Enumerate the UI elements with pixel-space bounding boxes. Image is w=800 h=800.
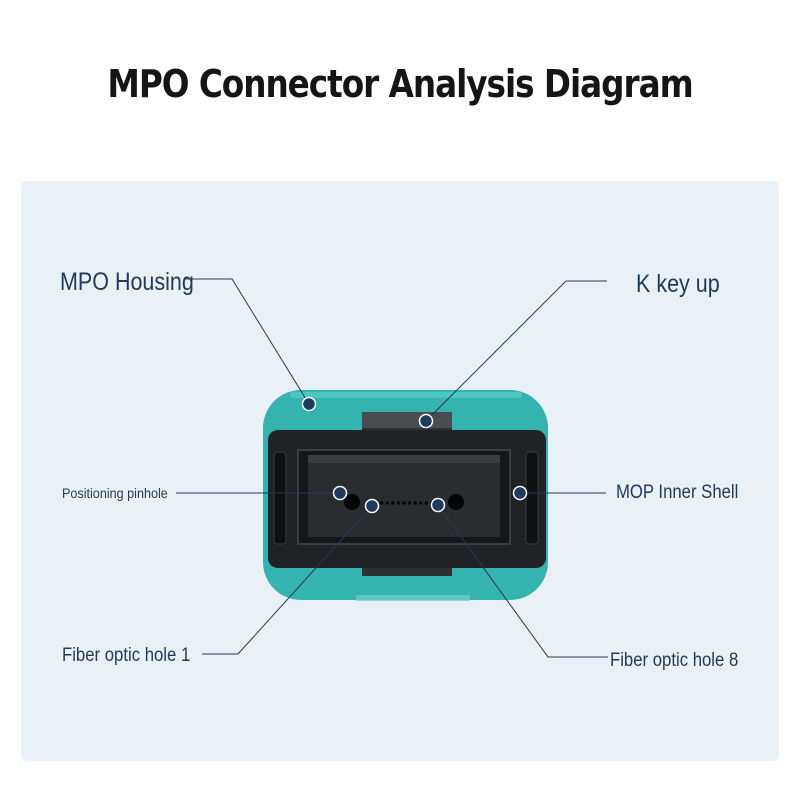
pinhole-left [344,494,360,510]
ferrule-shine [308,455,500,463]
label-mop-inner-shell: MOP Inner Shell [616,482,739,503]
label-fiber-optic-hole-8: Fiber optic hole 8 [610,650,739,671]
leader-housing [185,278,310,405]
label-fiber-optic-hole-1: Fiber optic hole 1 [62,645,191,666]
fiber-hole [385,501,390,505]
fiber-hole [379,501,384,505]
leader-fiber1 [202,505,373,655]
diagram-title: MPO Connector Analysis Diagram [107,62,693,106]
fiber-hole [402,501,406,505]
fiber-hole [396,501,401,505]
marker-pinhole [332,485,348,501]
marker-fiber8 [430,497,446,513]
marker-fiber1 [364,498,380,514]
fiber-hole [407,501,412,505]
leader-key [425,280,607,422]
housing-highlight [290,392,522,398]
label-mpo-housing: MPO Housing [60,268,194,296]
marker-key [418,413,434,429]
fiber-hole [391,501,395,505]
inner-shell-right [525,451,539,545]
leader-fiber8 [437,504,608,658]
label-positioning-pinhole: Positioning pinhole [62,485,168,501]
bottom-latch-light [356,595,470,601]
bottom-latch [362,566,452,576]
fiber-hole [419,501,423,505]
inner-shell-left [273,451,287,545]
marker-inner-shell [512,485,528,501]
label-k-key-up: K key up [636,270,720,298]
marker-housing [301,396,317,412]
pinhole-right [448,494,464,510]
fiber-hole [424,501,429,505]
fiber-hole [413,501,418,505]
